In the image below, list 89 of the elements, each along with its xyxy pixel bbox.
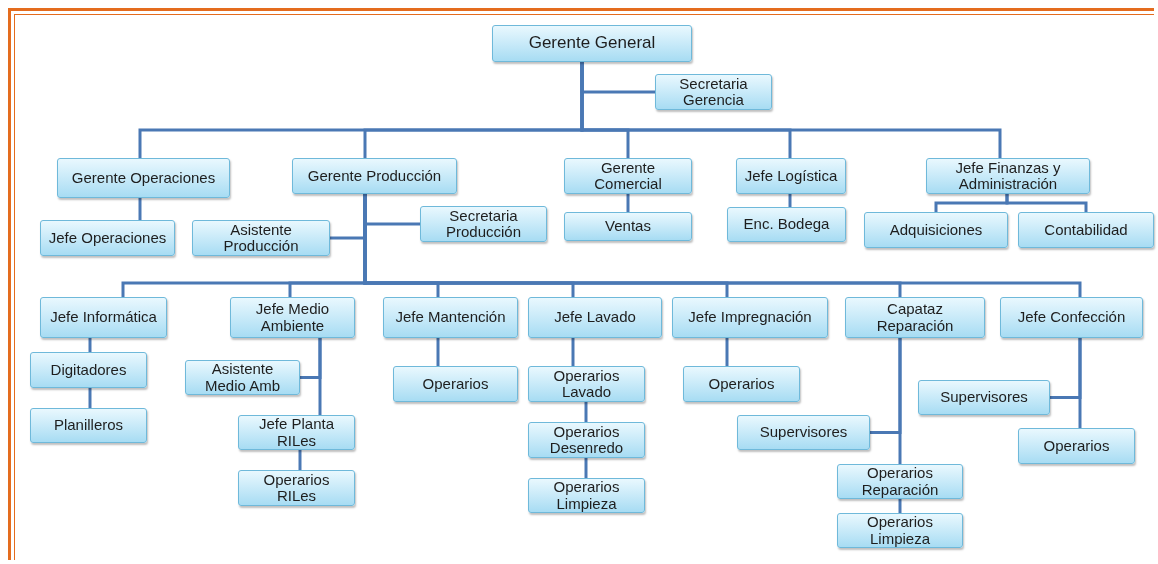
position-title: Asistente Producción: [222, 221, 300, 255]
position-box: [845, 297, 985, 338]
position-box: [564, 212, 692, 241]
position-box: [30, 352, 147, 388]
position-title: Capataz Reparación: [875, 301, 955, 334]
position-box: [40, 297, 167, 338]
position-title: Supervisores: [939, 389, 1029, 406]
position-box: [737, 415, 870, 450]
position-title: Operarios Limpieza: [866, 514, 934, 547]
position-title: Ventas: [604, 218, 652, 235]
position-box: [736, 158, 846, 194]
position-title: Jefe Finanzas y Administración: [954, 159, 1062, 193]
position-box: [528, 366, 645, 402]
position-title: Gerente General: [527, 34, 657, 53]
connector-line: [788, 194, 792, 207]
position-box: [837, 464, 963, 499]
position-box: [492, 25, 692, 62]
position-box: [30, 408, 147, 443]
position-title: Operarios: [707, 375, 776, 393]
position-box: [864, 212, 1008, 248]
connector-line: [318, 338, 322, 415]
position-box: [185, 360, 300, 395]
position-box: [383, 297, 518, 338]
connector-line: [1078, 338, 1082, 428]
connector-line: [436, 338, 440, 366]
position-title: Secretaria Gerencia: [678, 75, 749, 109]
position-box: [192, 220, 330, 256]
position-box: [1018, 212, 1154, 248]
position-box: [918, 380, 1050, 415]
position-box: [528, 478, 645, 513]
position-title: Secretaria Producción: [444, 207, 522, 241]
position-title: Operarios Lavado: [552, 367, 621, 401]
connector-line: [584, 402, 588, 422]
position-box: [655, 74, 772, 110]
connector-line: [898, 338, 902, 464]
position-title: Contabilidad: [1043, 221, 1129, 239]
position-title: Jefe Logística: [743, 167, 839, 185]
position-box: [837, 513, 963, 548]
connector-line: [725, 338, 729, 366]
connector-line: [626, 194, 630, 212]
position-title: Operarios Reparación: [860, 465, 940, 498]
position-box: [564, 158, 692, 194]
position-title: Operarios Limpieza: [552, 479, 621, 512]
position-title: Jefe Mantención: [394, 309, 507, 326]
position-title: Supervisores: [758, 424, 849, 441]
position-title: Digitadores: [49, 361, 128, 379]
position-title: Jefe Informática: [49, 309, 158, 326]
position-title: Jefe Confección: [1016, 309, 1127, 326]
position-box: [40, 220, 175, 256]
connector-line: [1005, 194, 1088, 212]
connector-line: [88, 338, 92, 352]
position-title: Operarios RILes: [262, 471, 331, 505]
position-title: Adquisiciones: [888, 221, 984, 239]
position-title: Jefe Impregnación: [687, 309, 813, 326]
connector-line: [580, 62, 1002, 158]
position-title: Operarios Desenredo: [548, 423, 625, 457]
position-box: [1018, 428, 1135, 464]
position-box: [292, 158, 457, 194]
position-box: [57, 158, 230, 198]
position-box: [727, 207, 846, 242]
position-title: Gerente Comercial: [593, 159, 663, 193]
position-box: [238, 415, 355, 450]
position-title: Enc. Bodega: [742, 216, 831, 233]
position-title: Jefe Operaciones: [47, 229, 168, 247]
connector-line: [584, 458, 588, 478]
position-box: [393, 366, 518, 402]
position-box: [672, 297, 828, 338]
position-title: Operarios: [1042, 437, 1111, 455]
connector-line: [88, 388, 92, 408]
position-box: [238, 470, 355, 506]
connector-line: [571, 338, 575, 366]
connector-line: [298, 450, 302, 470]
position-box: [528, 297, 662, 338]
position-title: Planilleros: [52, 417, 125, 434]
position-box: [528, 422, 645, 458]
position-title: Gerente Operaciones: [70, 169, 217, 187]
position-title: Jefe Medio Ambiente: [254, 301, 331, 334]
position-box: [926, 158, 1090, 194]
connector-line: [898, 499, 902, 513]
position-box: [420, 206, 547, 242]
position-box: [683, 366, 800, 402]
connector-line: [138, 198, 142, 220]
position-box: [1000, 297, 1143, 338]
position-title: Jefe Lavado: [553, 309, 637, 326]
position-box: [230, 297, 355, 338]
position-title: Operarios: [421, 375, 490, 393]
position-title: Asistente Medio Amb: [203, 361, 281, 394]
position-title: Jefe Planta RILes: [257, 416, 336, 449]
position-title: Gerente Producción: [306, 167, 443, 185]
